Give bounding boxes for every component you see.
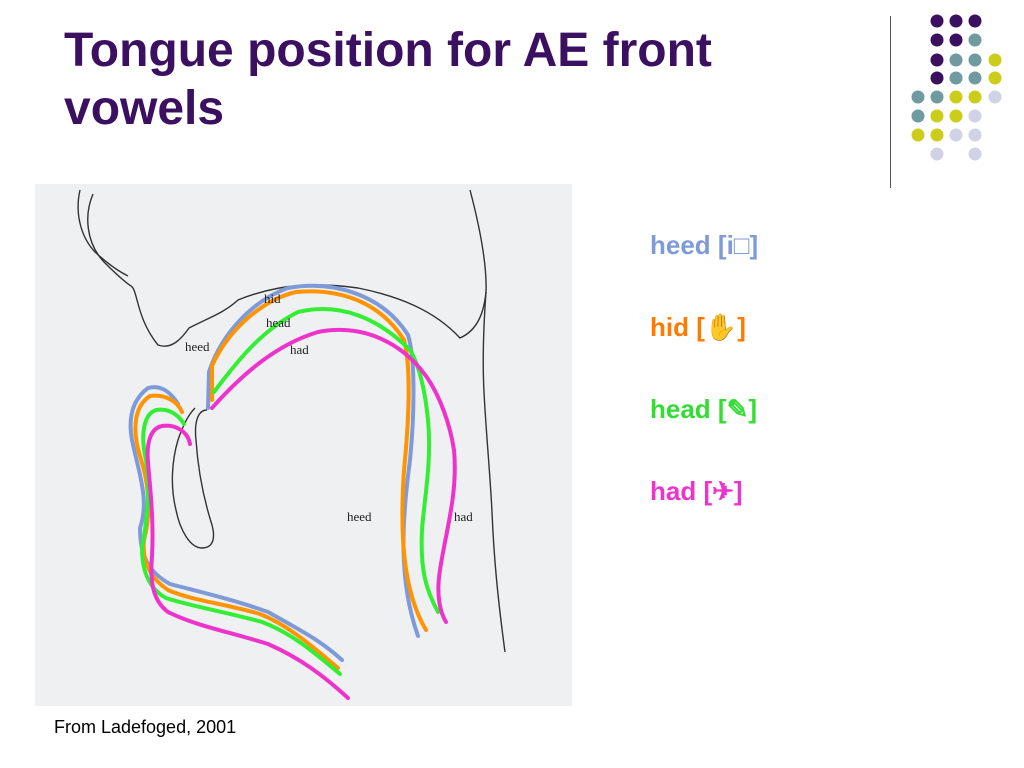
figure-label-had-back: had <box>454 509 473 524</box>
vocal-tract-outline <box>77 189 506 653</box>
figure-label-hid: hid <box>264 291 281 306</box>
tongue-curve-had <box>210 327 457 624</box>
decorative-dot <box>930 147 944 161</box>
teeth-outline <box>171 407 215 549</box>
legend-item-hid: hid [✋] <box>650 312 746 342</box>
decorative-dot <box>930 33 944 47</box>
source-caption: From Ladefoged, 2001 <box>54 717 237 737</box>
decorative-dot <box>968 90 982 104</box>
decorative-dot <box>949 33 963 47</box>
decorative-dot <box>949 128 963 142</box>
decorative-dot <box>949 53 963 67</box>
nose-outline <box>87 193 132 287</box>
slide-title: Tongue position for AE front vowels <box>64 24 712 135</box>
decorative-dot <box>911 90 925 104</box>
palate-outline <box>130 189 487 347</box>
lip-curve-heed <box>128 385 344 662</box>
figure-label-had-upper: had <box>290 342 309 357</box>
lip-curve-hid <box>133 393 340 670</box>
decorative-dot <box>968 33 982 47</box>
figure-labels: hid head heed had heed had <box>185 291 473 524</box>
decorative-dot <box>968 14 982 28</box>
decorative-dot <box>949 14 963 28</box>
decorative-dot <box>949 90 963 104</box>
tongue-curve-hid <box>210 289 428 632</box>
figure-label-heed-back: heed <box>347 509 372 524</box>
decorative-dot <box>930 128 944 142</box>
decorative-dot <box>988 71 1002 85</box>
divider-line <box>890 16 891 188</box>
vocal-tract-figure: hid head heed had heed had <box>35 184 572 706</box>
upper-lip-outline <box>77 189 129 277</box>
decorative-dot <box>988 53 1002 67</box>
vocal-tract-drawing: hid head heed had heed had <box>77 189 506 700</box>
throat-outline <box>482 291 506 653</box>
decorative-dot-grid <box>911 14 1002 161</box>
decorative-dot <box>930 53 944 67</box>
decorative-dot <box>968 71 982 85</box>
decorative-dot <box>968 128 982 142</box>
figure-label-heed-front: heed <box>185 339 210 354</box>
decorative-dot <box>930 109 944 123</box>
decorative-dot <box>911 128 925 142</box>
vowel-legend: heed [i□] hid [✋] head [✎] had [✈] <box>650 226 758 554</box>
decorative-dot <box>968 147 982 161</box>
decorative-dot <box>930 90 944 104</box>
decorative-dot <box>968 109 982 123</box>
decorative-dot <box>949 109 963 123</box>
legend-item-had: had [✈] <box>650 476 743 506</box>
lip-curve-had <box>145 423 350 700</box>
decorative-dot <box>949 71 963 85</box>
decorative-dot <box>930 14 944 28</box>
legend-item-heed: heed [i□] <box>650 230 759 260</box>
legend-item-head: head [✎] <box>650 394 758 424</box>
decorative-dot <box>988 90 1002 104</box>
figure-label-head-upper: head <box>266 315 291 330</box>
tongue-curve-head <box>212 307 440 614</box>
decorative-dot <box>968 53 982 67</box>
lip-curve-head <box>140 407 342 676</box>
decorative-dot <box>930 71 944 85</box>
decorative-dot <box>911 109 925 123</box>
tongue-curve-heed <box>206 283 420 638</box>
